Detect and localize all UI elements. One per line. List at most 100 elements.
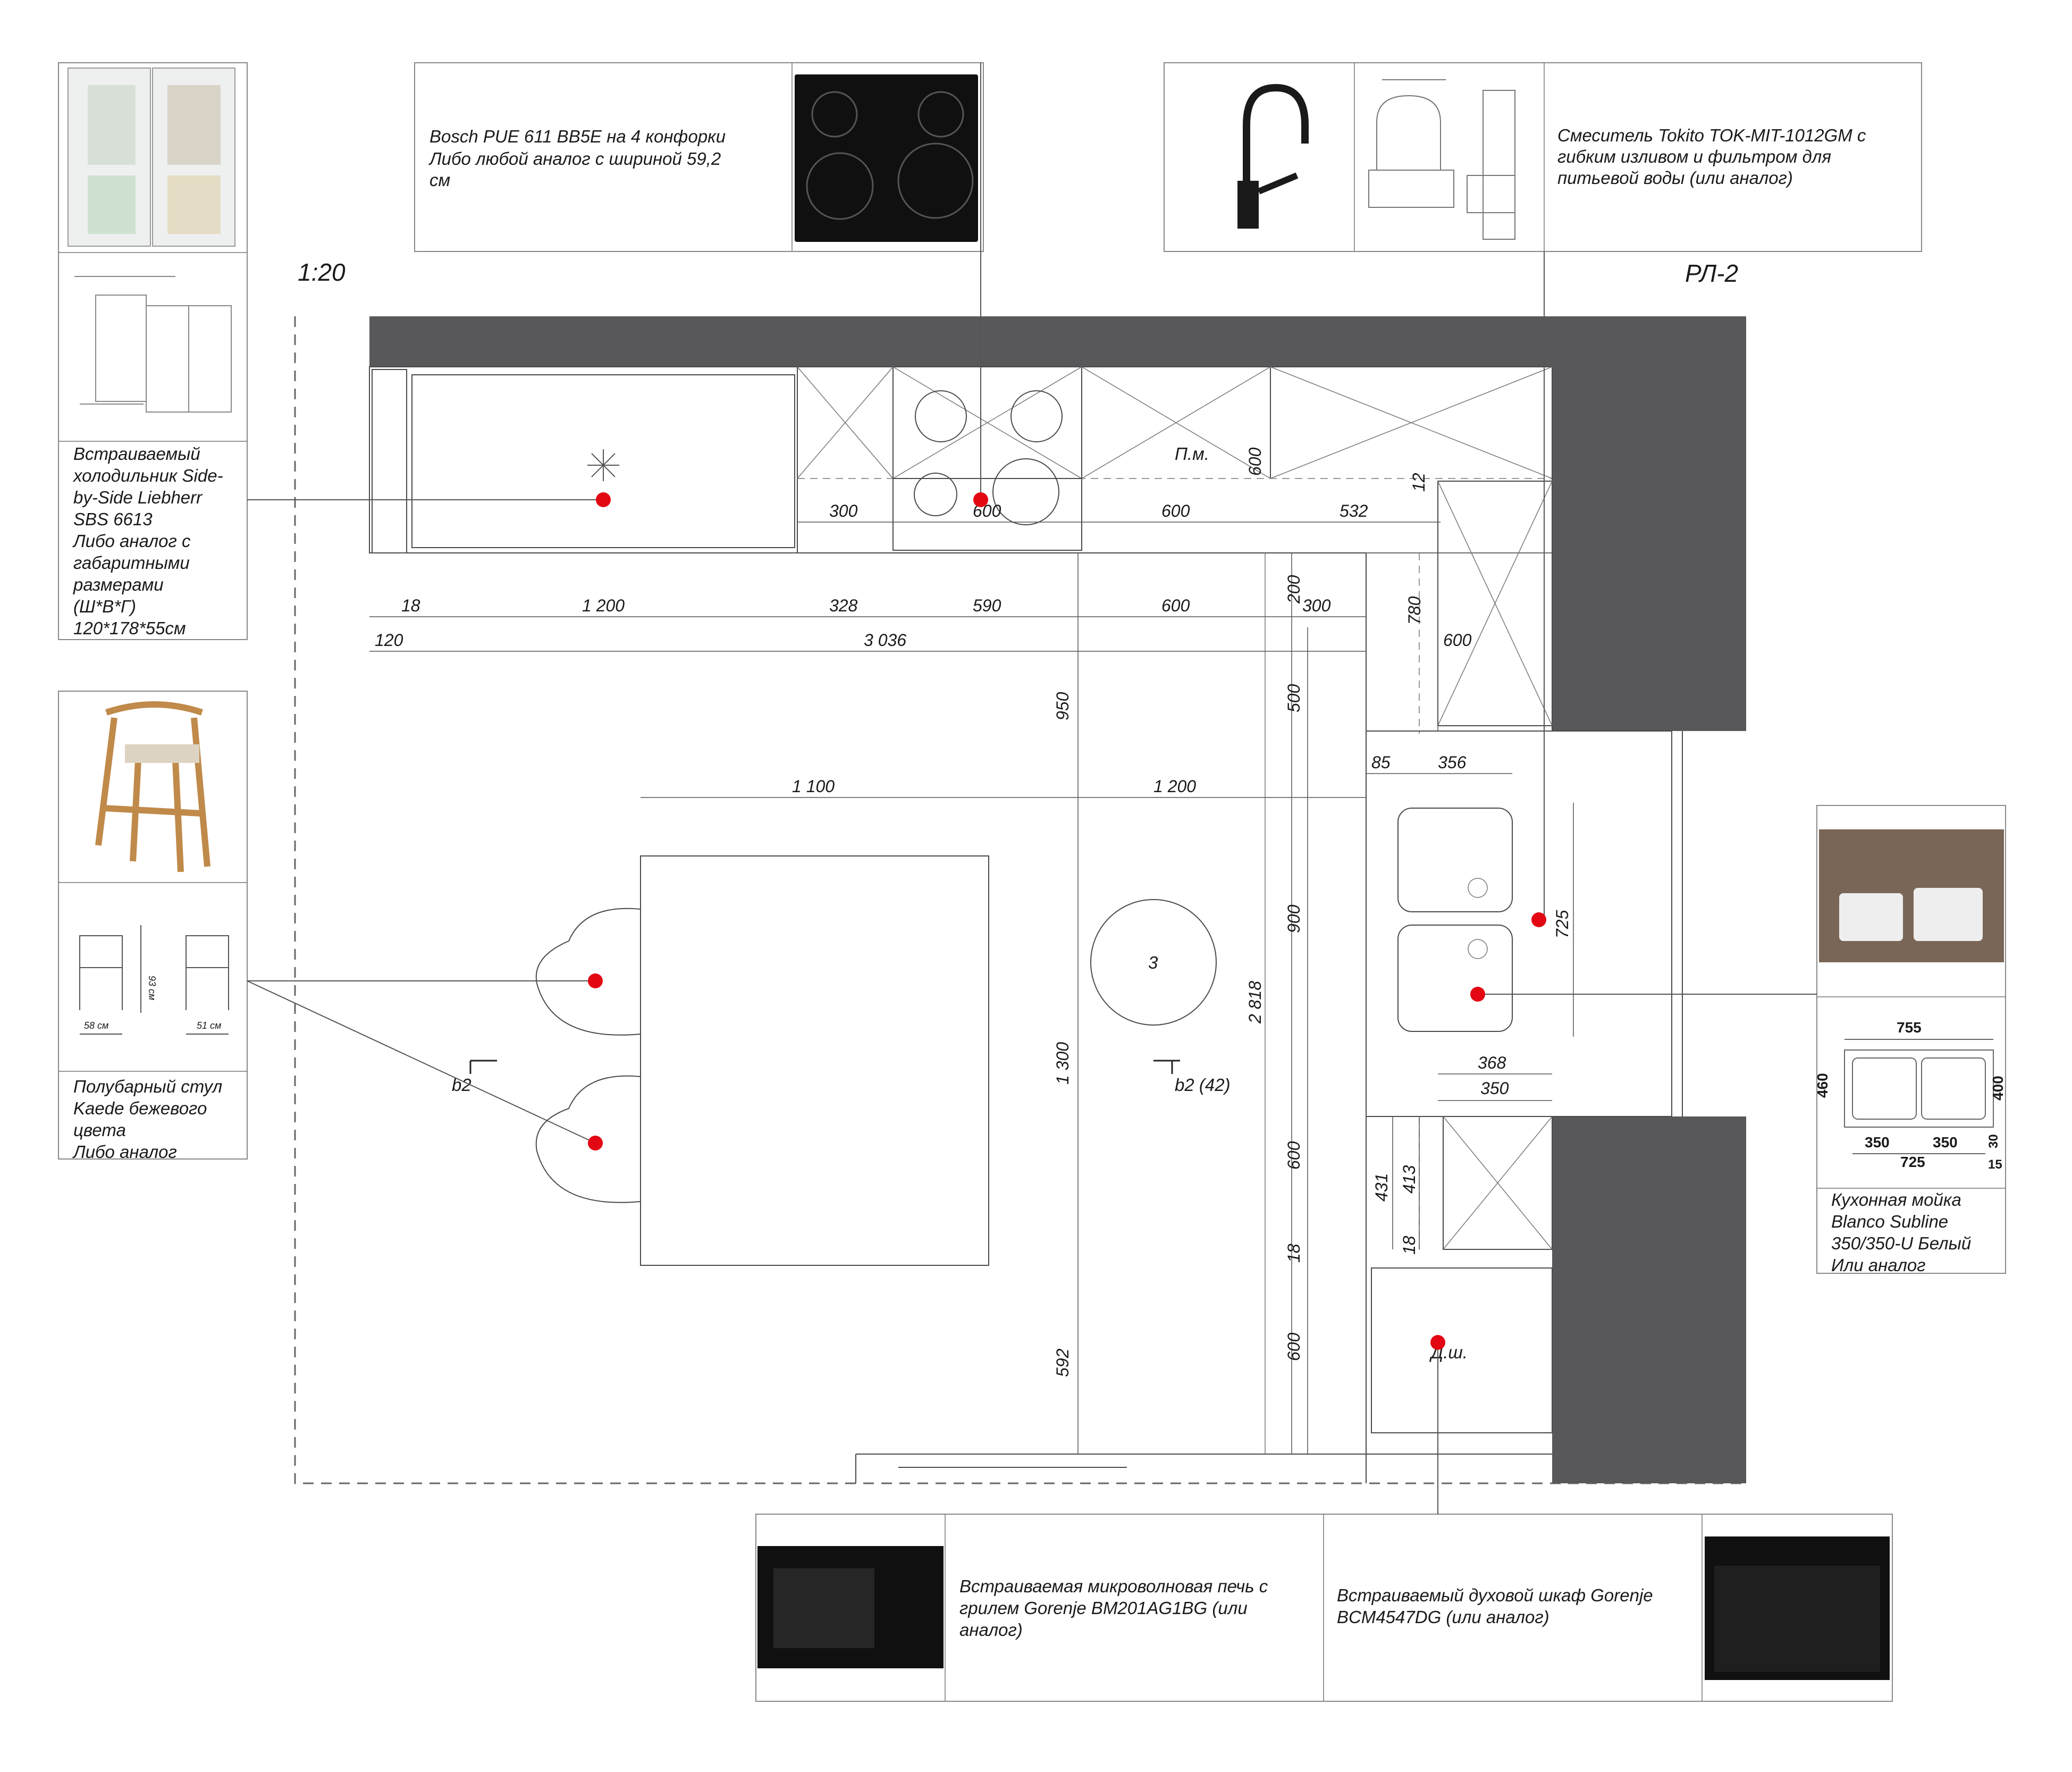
svg-text:цвета: цвета [73,1120,126,1140]
svg-text:413: 413 [1400,1165,1419,1194]
svg-text:см: см [429,170,450,190]
svg-text:350: 350 [1480,1079,1509,1098]
svg-text:Либо любой аналог с шириной 59: Либо любой аналог с шириной 59,2 [428,149,721,169]
hob-text-2: Либо любой аналог с шириной 59,2 [428,149,721,169]
sink-dim-edge: 15 [1988,1157,2002,1172]
fridge-text-8: (Ш*В*Г) [73,597,136,616]
fridge-text-2: холодильник Side- [72,466,223,485]
svg-text:600: 600 [1161,501,1190,520]
fridge-image [68,68,235,247]
dim-top-600b: 600 [1161,501,1190,520]
svg-text:755: 755 [1897,1019,1922,1036]
svg-text:гибким изливом и фильтром для: гибким изливом и фильтром для [1557,147,1831,166]
svg-text:30: 30 [1986,1134,2001,1148]
fridge-text-9: 120*178*55см [73,618,186,638]
svg-text:200: 200 [1284,575,1303,604]
faucet-text-1: Смеситель Tokito TOK-MIT-1012GM с [1557,125,1866,145]
svg-text:Встраиваемый духовой шкаф Gore: Встраиваемый духовой шкаф Gorenje [1337,1585,1653,1605]
dim-v-592: 592 [1053,1348,1072,1377]
dim-v-431: 431 [1372,1173,1391,1202]
fridge-drawing [74,276,232,413]
room-outline [294,316,1746,1484]
leader-lines [247,63,1817,1514]
svg-text:Встраиваемая микроволновая печ: Встраиваемая микроволновая печь с [959,1576,1268,1596]
dim-v-950: 950 [1053,692,1072,720]
island [640,855,989,1266]
svg-text:950: 950 [1053,692,1072,720]
svg-text:600: 600 [1443,631,1472,650]
svg-text:85: 85 [1371,753,1391,772]
dim-v-600-mid: 600 [1284,1141,1303,1170]
walls [369,316,1746,1483]
dim-aisle-width: 1 200 [1153,777,1196,796]
svg-text:Bosch PUE 611 BB5E на 4 конфор: Bosch PUE 611 BB5E на 4 конфорки [429,127,726,146]
sink-dim-total: 725 [1900,1154,1925,1170]
dim-v-18a: 18 [1284,1244,1303,1263]
dim-w-368: 368 [1478,1053,1506,1072]
dim-v-2818: 2 818 [1245,981,1265,1024]
microwave-text-3: аналог) [959,1620,1023,1640]
chair-width-front: 58 см [84,1020,108,1031]
fridge-text-7: размерами [73,575,164,594]
hob-callout: Bosch PUE 611 BB5E на 4 конфорки Либо лю… [414,62,984,252]
fridge-text-6: габаритными [73,553,190,573]
chair-width-side: 51 см [197,1020,221,1031]
svg-text:93 см: 93 см [147,976,157,1000]
free-stool-circle [1090,899,1217,1026]
dim-v-600-low: 600 [1284,1332,1303,1361]
svg-text:500: 500 [1284,684,1303,712]
appliances-callout: Встраиваемая микроволновая печь с грилем… [755,1514,1893,1702]
section-mark-right [1153,1060,1180,1074]
svg-text:592: 592 [1053,1348,1072,1377]
sink-dim-b1: 350 [1865,1134,1890,1150]
svg-text:120*178*55см: 120*178*55см [73,618,186,638]
svg-text:600: 600 [1161,596,1190,615]
counter-top-run [369,366,1553,553]
dim-v-725: 725 [1553,910,1572,938]
sink-dim-top: 755 [1897,1019,1922,1036]
svg-text:18: 18 [1284,1244,1303,1263]
hob-burners [914,390,1063,525]
faucet-image [1237,83,1309,229]
dim-v-600-top: 600 [1245,447,1265,476]
chair-height: 93 см [147,976,157,1000]
svg-text:300: 300 [1302,596,1331,615]
fridge-text-3: by-Side Liebherr [73,488,203,507]
svg-text:600: 600 [1284,1332,1303,1361]
dimension-lines [369,522,1574,1454]
svg-text:грилем Gorenje BM201AG1BG (или: грилем Gorenje BM201AG1BG (или [959,1598,1248,1618]
chair-callout: 58 см 51 см 93 см Полубарный стул Kaede … [58,691,248,1162]
svg-text:51 см: 51 см [197,1020,221,1031]
svg-text:Смеситель Tokito TOK-MIT-1012G: Смеситель Tokito TOK-MIT-1012GM с [1557,125,1866,145]
dim-v-500: 500 [1284,684,1303,712]
svg-text:1 200: 1 200 [582,596,625,615]
svg-text:725: 725 [1553,910,1572,938]
dim-v-900: 900 [1284,904,1303,933]
svg-text:328: 328 [829,596,858,615]
microwave-text-2: грилем Gorenje BM201AG1BG (или [959,1598,1248,1618]
section-mark-left [469,1060,497,1074]
section-label-right: b2 (42) [1175,1075,1231,1095]
fridge-marker [596,492,611,507]
svg-text:590: 590 [973,596,1001,615]
svg-text:15: 15 [1988,1157,2002,1172]
svg-text:1 100: 1 100 [792,777,835,796]
svg-text:Kaede бежевого: Kaede бежевого [73,1098,207,1118]
svg-text:120: 120 [375,631,403,650]
dim-sink-356: 356 [1438,753,1467,772]
chair-marker-2 [588,1136,603,1150]
chair-text-4: Либо аналог [72,1142,177,1162]
dim-row1-300: 300 [1302,596,1331,615]
sink-text-4: Или аналог [1831,1255,1925,1275]
svg-text:431: 431 [1372,1173,1391,1202]
svg-text:(Ш*В*Г): (Ш*В*Г) [73,597,136,616]
svg-text:18: 18 [1400,1236,1419,1255]
faucet-drawing [1368,79,1515,240]
dim-row1-1200: 1 200 [582,596,625,615]
sink-callout: 755 460 400 350 350 30 725 15 Кухонная м… [1814,805,2006,1275]
svg-text:питьевой воды (или аналог): питьевой воды (или аналог) [1557,168,1793,188]
chair-drawing [79,925,229,1035]
dim-v-413: 413 [1400,1165,1419,1194]
chair-marker-1 [588,973,603,988]
